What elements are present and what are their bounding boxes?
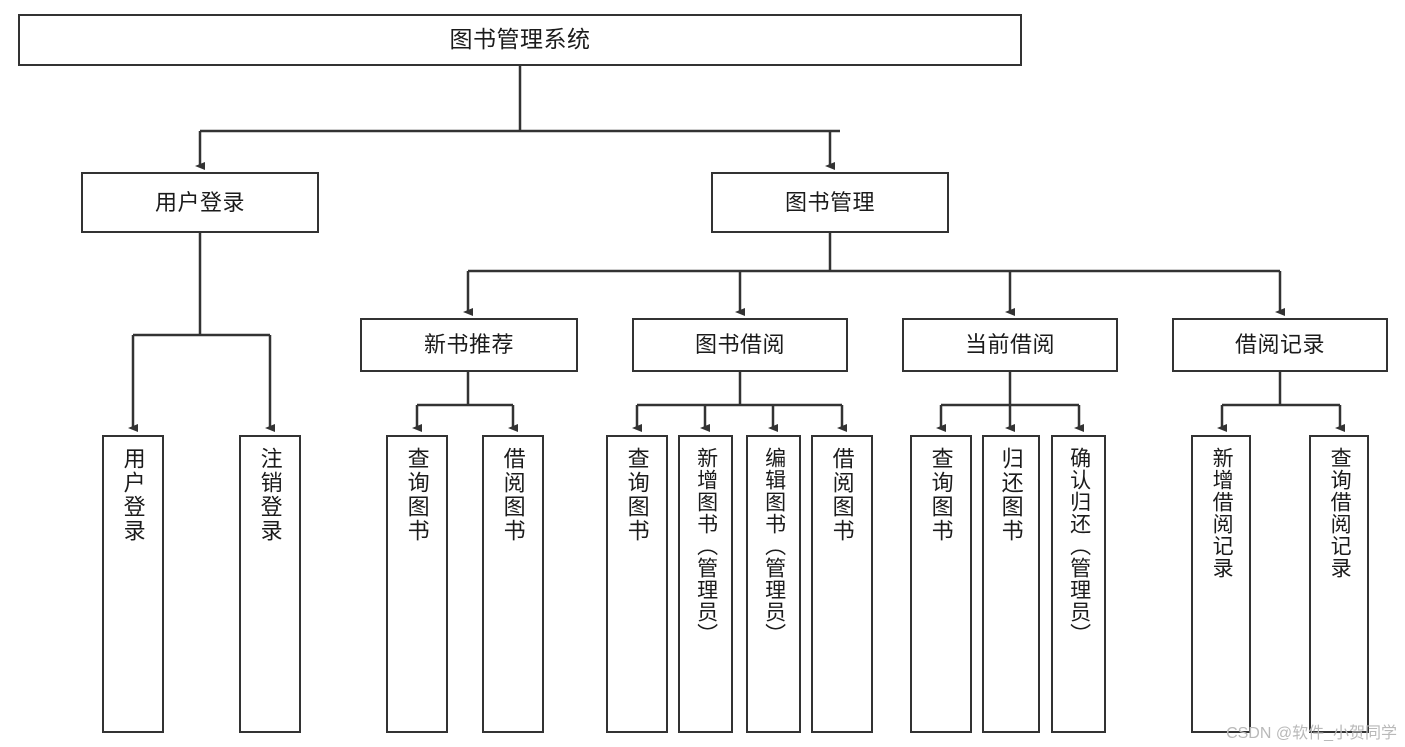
node-leaf-cb-search-book-label: 查询图书 — [928, 447, 954, 543]
node-current-borrow[interactable]: 当前借阅 — [902, 318, 1118, 372]
node-leaf-br-add-record-label: 新增借阅记录 — [1210, 447, 1234, 579]
node-root-label: 图书管理系统 — [449, 26, 591, 53]
node-borrow-record-label: 借阅记录 — [1234, 332, 1325, 358]
node-leaf-br-add-record[interactable]: 新增借阅记录 — [1191, 435, 1251, 733]
node-leaf-br-search-record-label: 查询借阅记录 — [1328, 447, 1352, 579]
node-root[interactable]: 图书管理系统 — [18, 14, 1022, 66]
node-user-login[interactable]: 用户登录 — [81, 172, 319, 233]
node-leaf-logout-label: 注销登录 — [257, 447, 283, 543]
node-book-management[interactable]: 图书管理 — [711, 172, 949, 233]
node-leaf-bb-search-book[interactable]: 查询图书 — [606, 435, 668, 733]
node-leaf-cb-return-book-label: 归还图书 — [998, 447, 1024, 543]
node-leaf-bb-edit-book-label: 编辑图书（管理员） — [762, 447, 786, 645]
node-leaf-br-search-record[interactable]: 查询借阅记录 — [1309, 435, 1369, 733]
node-leaf-bb-add-book-label: 新增图书（管理员） — [694, 447, 718, 645]
node-leaf-logout[interactable]: 注销登录 — [239, 435, 301, 733]
node-leaf-cb-confirm-return[interactable]: 确认归还（管理员） — [1051, 435, 1106, 733]
node-leaf-bb-search-book-label: 查询图书 — [624, 447, 650, 543]
node-leaf-user-login-label: 用户登录 — [120, 447, 146, 543]
node-borrow-record[interactable]: 借阅记录 — [1172, 318, 1388, 372]
node-leaf-bb-add-book[interactable]: 新增图书（管理员） — [678, 435, 733, 733]
node-leaf-bb-edit-book[interactable]: 编辑图书（管理员） — [746, 435, 801, 733]
node-leaf-nb-borrow-book-label: 借阅图书 — [500, 447, 526, 543]
node-leaf-cb-confirm-return-label: 确认归还（管理员） — [1067, 447, 1091, 645]
node-leaf-bb-borrow-book[interactable]: 借阅图书 — [811, 435, 873, 733]
node-book-borrow[interactable]: 图书借阅 — [632, 318, 848, 372]
node-user-login-label: 用户登录 — [154, 189, 245, 215]
node-book-management-label: 图书管理 — [784, 189, 875, 215]
node-leaf-cb-search-book[interactable]: 查询图书 — [910, 435, 972, 733]
node-new-book-recommend[interactable]: 新书推荐 — [360, 318, 578, 372]
node-leaf-bb-borrow-book-label: 借阅图书 — [829, 447, 855, 543]
node-current-borrow-label: 当前借阅 — [964, 332, 1055, 358]
csdn-watermark: CSDN @软件_小贺同学 — [1226, 725, 1397, 742]
node-new-book-recommend-label: 新书推荐 — [423, 332, 514, 358]
node-leaf-user-login[interactable]: 用户登录 — [102, 435, 164, 733]
node-leaf-nb-search-book-label: 查询图书 — [404, 447, 430, 543]
node-leaf-nb-search-book[interactable]: 查询图书 — [386, 435, 448, 733]
node-book-borrow-label: 图书借阅 — [694, 332, 785, 358]
node-leaf-nb-borrow-book[interactable]: 借阅图书 — [482, 435, 544, 733]
node-leaf-cb-return-book[interactable]: 归还图书 — [982, 435, 1040, 733]
